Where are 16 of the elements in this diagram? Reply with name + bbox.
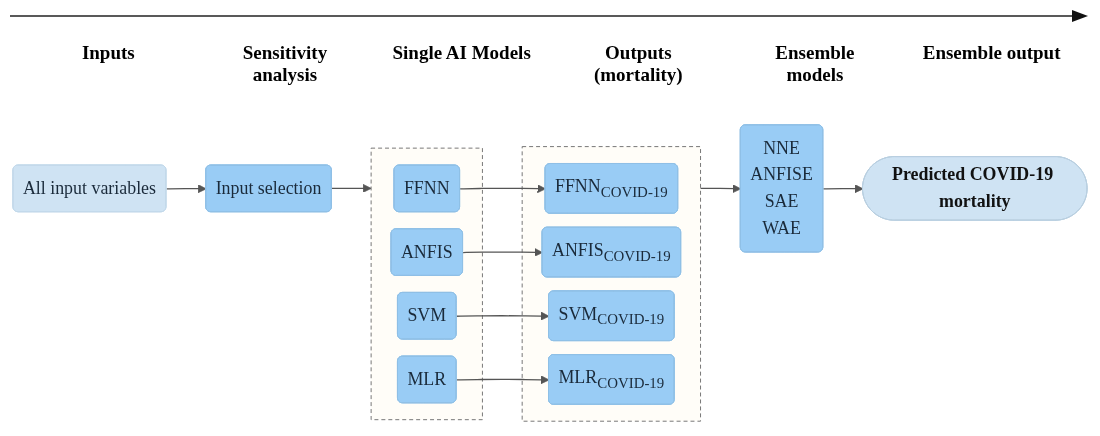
column-heading: Single AI Models <box>391 42 532 65</box>
arrow <box>455 311 550 321</box>
arrow <box>699 184 742 194</box>
column-heading: Sensitivity analysis <box>241 42 329 86</box>
cluster <box>370 147 483 421</box>
arrow <box>330 184 372 193</box>
arrow <box>822 184 864 194</box>
cluster <box>521 146 702 422</box>
column-heading: Ensemble output <box>921 42 1062 65</box>
column-heading: Ensemble models <box>774 42 856 86</box>
arrow <box>462 248 543 257</box>
arrow <box>455 375 550 385</box>
arrow <box>165 184 207 194</box>
column-heading: Inputs <box>80 42 136 65</box>
arrow <box>459 184 546 194</box>
column-heading: Outputs (mortality) <box>592 42 684 86</box>
